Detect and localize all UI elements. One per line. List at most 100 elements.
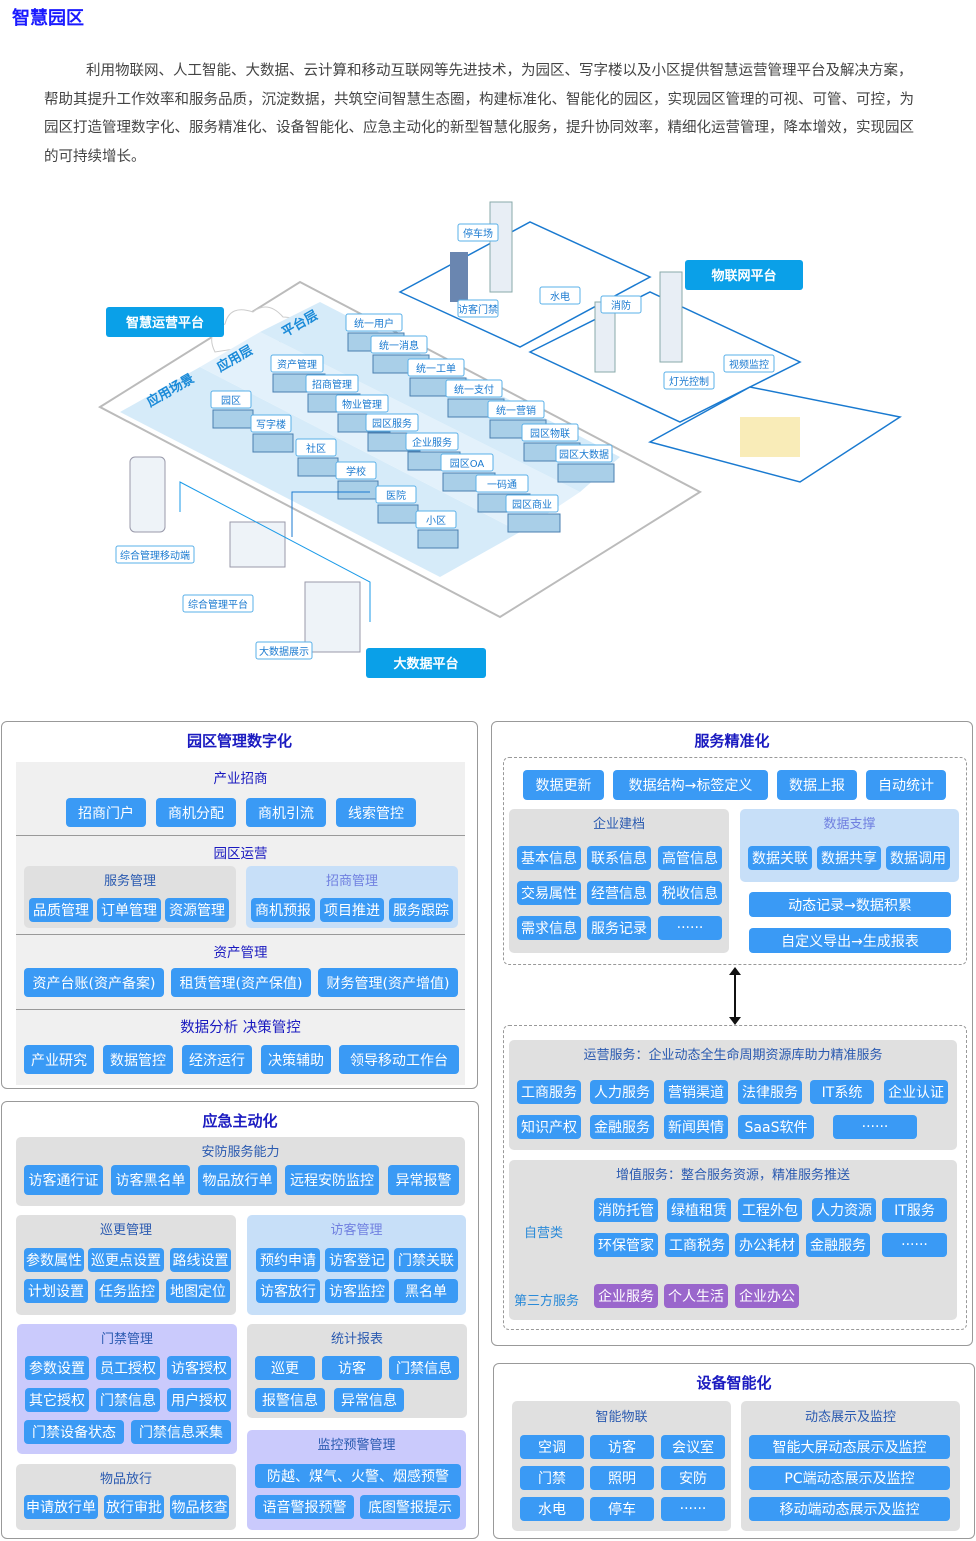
btn-item[interactable]: 招商门户 bbox=[66, 798, 146, 827]
btn-item[interactable]: 会议室 bbox=[661, 1435, 725, 1459]
btn-item[interactable]: 报警信息 bbox=[255, 1388, 325, 1412]
btn-item[interactable]: 计划设置 bbox=[24, 1279, 88, 1303]
btn-item[interactable]: 异常报警 bbox=[388, 1165, 459, 1195]
btn-item[interactable]: 法律服务 bbox=[738, 1080, 802, 1104]
btn-item[interactable]: 服务记录 bbox=[587, 916, 651, 940]
btn-item[interactable]: 金融服务 bbox=[590, 1115, 654, 1139]
btn-item[interactable]: 放行审批 bbox=[104, 1495, 164, 1519]
btn-item[interactable]: 经营信息 bbox=[587, 881, 651, 905]
btn-item[interactable]: 高管信息 bbox=[658, 846, 722, 870]
btn-item[interactable]: 个人生活 bbox=[664, 1284, 728, 1308]
btn-item[interactable]: 访客放行 bbox=[256, 1279, 320, 1303]
btn-item[interactable]: 巡更点设置 bbox=[88, 1248, 164, 1272]
more-button[interactable]: ······ bbox=[661, 1497, 725, 1521]
btn-item[interactable]: 新闻舆情 bbox=[664, 1115, 728, 1139]
btn-item[interactable]: 门禁信息 bbox=[389, 1356, 459, 1380]
btn-item[interactable]: 领导移动工作台 bbox=[339, 1045, 459, 1074]
btn-item[interactable]: 品质管理 bbox=[29, 898, 93, 922]
btn-item[interactable]: 异常信息 bbox=[334, 1388, 404, 1412]
btn-item[interactable]: 需求信息 bbox=[517, 916, 581, 940]
btn-item[interactable]: 其它授权 bbox=[25, 1388, 89, 1412]
btn-item[interactable]: 黑名单 bbox=[394, 1279, 458, 1303]
btn-item[interactable]: 资源管理 bbox=[165, 898, 229, 922]
btn-item[interactable]: 门禁设备状态 bbox=[24, 1420, 124, 1444]
btn-item[interactable]: 访客 bbox=[322, 1356, 382, 1380]
btn-item[interactable]: 参数设置 bbox=[25, 1356, 89, 1380]
btn-item[interactable]: 门禁信息 bbox=[96, 1388, 160, 1412]
btn-item[interactable]: 安防 bbox=[661, 1466, 725, 1490]
btn-item[interactable]: 防越、煤气、火警、烟感预警 bbox=[255, 1464, 461, 1488]
btn-item[interactable]: 门禁 bbox=[520, 1466, 584, 1490]
btn-item[interactable]: 物品放行单 bbox=[198, 1165, 277, 1195]
btn-item[interactable]: 环保管家 bbox=[594, 1233, 658, 1257]
btn-item[interactable]: 用户授权 bbox=[167, 1388, 231, 1412]
btn-item[interactable]: 访客 bbox=[590, 1435, 654, 1459]
btn-item[interactable]: 路线设置 bbox=[170, 1248, 231, 1272]
btn-item[interactable]: 语音警报预警 bbox=[255, 1495, 354, 1519]
btn-item[interactable]: 决策辅助 bbox=[261, 1045, 331, 1074]
btn-item[interactable]: 基本信息 bbox=[517, 846, 581, 870]
btn-item[interactable]: 数据上报 bbox=[777, 770, 857, 800]
btn-item[interactable]: PC端动态展示及监控 bbox=[749, 1466, 950, 1490]
btn-item[interactable]: 金融服务 bbox=[806, 1233, 870, 1257]
btn-item[interactable]: 企业认证 bbox=[884, 1080, 948, 1104]
btn-item[interactable]: 商机预报 bbox=[251, 898, 315, 922]
more-button[interactable]: ······ bbox=[658, 916, 722, 940]
btn-item[interactable]: 访客监控 bbox=[325, 1279, 389, 1303]
btn-item[interactable]: 任务监控 bbox=[95, 1279, 159, 1303]
btn-item[interactable]: 办公耗材 bbox=[735, 1233, 799, 1257]
btn-item[interactable]: 访客黑名单 bbox=[111, 1165, 190, 1195]
btn-item[interactable]: 营销渠道 bbox=[664, 1080, 728, 1104]
btn-item[interactable]: 停车 bbox=[590, 1497, 654, 1521]
btn-item[interactable]: 商机引流 bbox=[246, 798, 326, 827]
more-button[interactable]: ······ bbox=[882, 1233, 947, 1257]
btn-item[interactable]: 企业办公 bbox=[735, 1284, 799, 1308]
btn-item[interactable]: SaaS软件 bbox=[738, 1115, 814, 1139]
btn-item[interactable]: 租赁管理(资产保值) bbox=[171, 968, 311, 997]
btn-item[interactable]: 门禁关联 bbox=[394, 1248, 458, 1272]
btn-item[interactable]: 经济运行 bbox=[182, 1045, 252, 1074]
btn-item[interactable]: 移动端动态展示及监控 bbox=[749, 1497, 950, 1521]
btn-item[interactable]: 财务管理(资产增值) bbox=[318, 968, 458, 997]
btn-item[interactable]: 员工授权 bbox=[96, 1356, 160, 1380]
btn-item[interactable]: 物品核查 bbox=[170, 1495, 229, 1519]
btn-item[interactable]: 数据更新 bbox=[523, 770, 604, 800]
btn-item[interactable]: 门禁信息采集 bbox=[131, 1420, 231, 1444]
btn-item[interactable]: 数据关联 bbox=[748, 846, 812, 870]
btn-item[interactable]: 线索管控 bbox=[336, 798, 416, 827]
btn-item[interactable]: 访客登记 bbox=[325, 1248, 389, 1272]
btn-item[interactable]: 联系信息 bbox=[587, 846, 651, 870]
btn-item[interactable]: 人力资源 bbox=[812, 1198, 876, 1222]
btn-item[interactable]: 自动统计 bbox=[866, 770, 946, 800]
btn-item[interactable]: 资产台账(资产备案) bbox=[24, 968, 164, 997]
btn-item[interactable]: 照明 bbox=[590, 1466, 654, 1490]
btn-item[interactable]: 产业研究 bbox=[24, 1045, 94, 1074]
btn-item[interactable]: 远程安防监控 bbox=[285, 1165, 379, 1195]
btn-item[interactable]: 预约申请 bbox=[256, 1248, 320, 1272]
btn-item[interactable]: 地图定位 bbox=[166, 1279, 230, 1303]
btn-item[interactable]: 人力服务 bbox=[590, 1080, 654, 1104]
btn-item[interactable]: 数据结构→标签定义 bbox=[613, 770, 768, 800]
btn-item[interactable]: 订单管理 bbox=[97, 898, 161, 922]
btn-item[interactable]: 工商服务 bbox=[517, 1080, 581, 1104]
btn-item[interactable]: 工程外包 bbox=[738, 1198, 802, 1222]
btn-item[interactable]: 访客授权 bbox=[167, 1356, 231, 1380]
btn-item[interactable]: 智能大屏动态展示及监控 bbox=[749, 1435, 950, 1459]
btn-item[interactable]: 访客通行证 bbox=[24, 1165, 103, 1195]
btn-item[interactable]: 空调 bbox=[520, 1435, 584, 1459]
btn-item[interactable]: 绿植租赁 bbox=[667, 1198, 731, 1222]
btn-item[interactable]: 知识产权 bbox=[517, 1115, 581, 1139]
btn-item[interactable]: 自定义导出→生成报表 bbox=[749, 928, 951, 953]
btn-item[interactable]: 数据管控 bbox=[103, 1045, 173, 1074]
btn-item[interactable]: 数据调用 bbox=[886, 846, 950, 870]
btn-item[interactable]: IT服务 bbox=[882, 1198, 947, 1222]
btn-item[interactable]: 巡更 bbox=[255, 1356, 315, 1380]
btn-item[interactable]: 交易属性 bbox=[517, 881, 581, 905]
more-button[interactable]: ······ bbox=[833, 1115, 917, 1139]
btn-item[interactable]: 水电 bbox=[520, 1497, 584, 1521]
btn-item[interactable]: 消防托管 bbox=[594, 1198, 658, 1222]
btn-item[interactable]: 税收信息 bbox=[658, 881, 722, 905]
btn-item[interactable]: 工商税务 bbox=[665, 1233, 729, 1257]
btn-item[interactable]: 服务跟踪 bbox=[389, 898, 453, 922]
btn-item[interactable]: 数据共享 bbox=[817, 846, 881, 870]
